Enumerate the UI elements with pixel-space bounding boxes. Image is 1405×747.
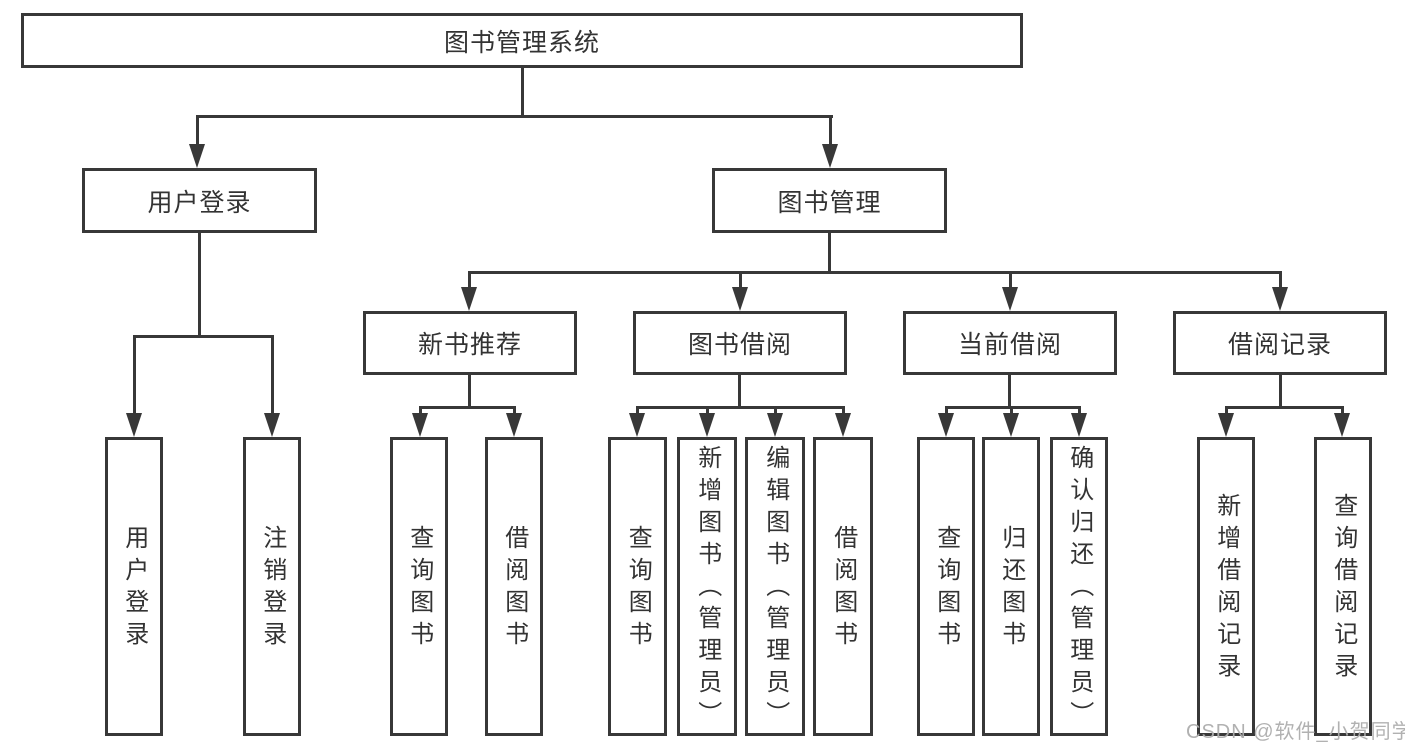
arrowhead-down-icon xyxy=(126,413,142,437)
leaf-bb-borrow-books: 借阅图书 xyxy=(813,437,873,736)
arrowhead-down-icon xyxy=(699,413,715,437)
leaf-nb-query-books: 查询图书 xyxy=(390,437,448,736)
arrowhead-down-icon xyxy=(189,144,205,168)
arrowhead-down-icon xyxy=(732,287,748,311)
arrowhead-down-icon xyxy=(767,413,783,437)
connector-vline xyxy=(828,115,832,148)
leaf-bb-query-books: 查询图书 xyxy=(608,437,667,736)
connector-vline xyxy=(418,406,422,417)
connector-vline xyxy=(1007,375,1011,409)
connector-vline xyxy=(1340,406,1344,417)
arrowhead-down-icon xyxy=(822,144,838,168)
leaf-bb-edit-books-admin: 编辑图书（管理员） xyxy=(745,437,805,736)
arrowhead-down-icon xyxy=(1003,413,1019,437)
arrowhead-down-icon xyxy=(835,413,851,437)
leaf-user-login: 用户登录 xyxy=(105,437,163,736)
connector-vline xyxy=(132,335,136,417)
connector-vline xyxy=(1008,271,1012,291)
connector-vline xyxy=(737,375,741,409)
connector-vline xyxy=(197,233,201,338)
connector-hline xyxy=(420,406,514,409)
leaf-br-query-record: 查询借阅记录 xyxy=(1314,437,1372,736)
node-book-management: 图书管理 xyxy=(712,168,947,233)
leaf-bb-add-books-admin: 新增图书（管理员） xyxy=(677,437,737,736)
arrowhead-down-icon xyxy=(412,413,428,437)
leaf-br-add-record: 新增借阅记录 xyxy=(1197,437,1255,736)
node-current-borrow: 当前借阅 xyxy=(903,311,1117,375)
connector-vline xyxy=(1009,406,1013,417)
leaf-cb-return-books: 归还图书 xyxy=(982,437,1040,736)
connector-vline xyxy=(827,233,831,274)
arrowhead-down-icon xyxy=(1272,287,1288,311)
connector-vline xyxy=(944,406,948,417)
csdn-watermark: CSDN @软件_小贺同学 xyxy=(1186,721,1405,743)
connector-vline xyxy=(520,68,524,118)
arrowhead-down-icon xyxy=(1218,413,1234,437)
arrowhead-down-icon xyxy=(629,413,645,437)
connector-hline xyxy=(946,406,1079,409)
node-book-borrow: 图书借阅 xyxy=(633,311,847,375)
leaf-cb-query-books: 查询图书 xyxy=(917,437,975,736)
arrowhead-down-icon xyxy=(938,413,954,437)
connector-hline xyxy=(197,115,833,118)
node-library-management-system: 图书管理系统 xyxy=(21,13,1023,68)
connector-vline xyxy=(705,406,709,417)
connector-vline xyxy=(1224,406,1228,417)
connector-vline xyxy=(1278,271,1282,291)
connector-vline xyxy=(1278,375,1282,409)
connector-vline xyxy=(635,406,639,417)
leaf-logout: 注销登录 xyxy=(243,437,301,736)
connector-hline xyxy=(1226,406,1342,409)
leaf-cb-confirm-return-admin: 确认归还（管理员） xyxy=(1050,437,1108,736)
connector-vline xyxy=(195,115,199,148)
connector-vline xyxy=(512,406,516,417)
arrowhead-down-icon xyxy=(461,287,477,311)
connector-hline xyxy=(469,271,1282,274)
node-borrow-records: 借阅记录 xyxy=(1173,311,1387,375)
arrowhead-down-icon xyxy=(1002,287,1018,311)
connector-vline xyxy=(738,271,742,291)
arrowhead-down-icon xyxy=(1334,413,1350,437)
leaf-nb-borrow-books: 借阅图书 xyxy=(485,437,543,736)
arrowhead-down-icon xyxy=(1071,413,1087,437)
node-user-login: 用户登录 xyxy=(82,168,317,233)
arrowhead-down-icon xyxy=(264,413,280,437)
connector-vline xyxy=(467,271,471,291)
node-new-book-recommend: 新书推荐 xyxy=(363,311,577,375)
connector-vline xyxy=(467,375,471,409)
arrowhead-down-icon xyxy=(506,413,522,437)
connector-vline xyxy=(841,406,845,417)
connector-vline xyxy=(270,335,274,417)
connector-hline xyxy=(637,406,843,409)
connector-hline xyxy=(134,335,274,338)
connector-vline xyxy=(1077,406,1081,417)
connector-vline xyxy=(773,406,777,417)
